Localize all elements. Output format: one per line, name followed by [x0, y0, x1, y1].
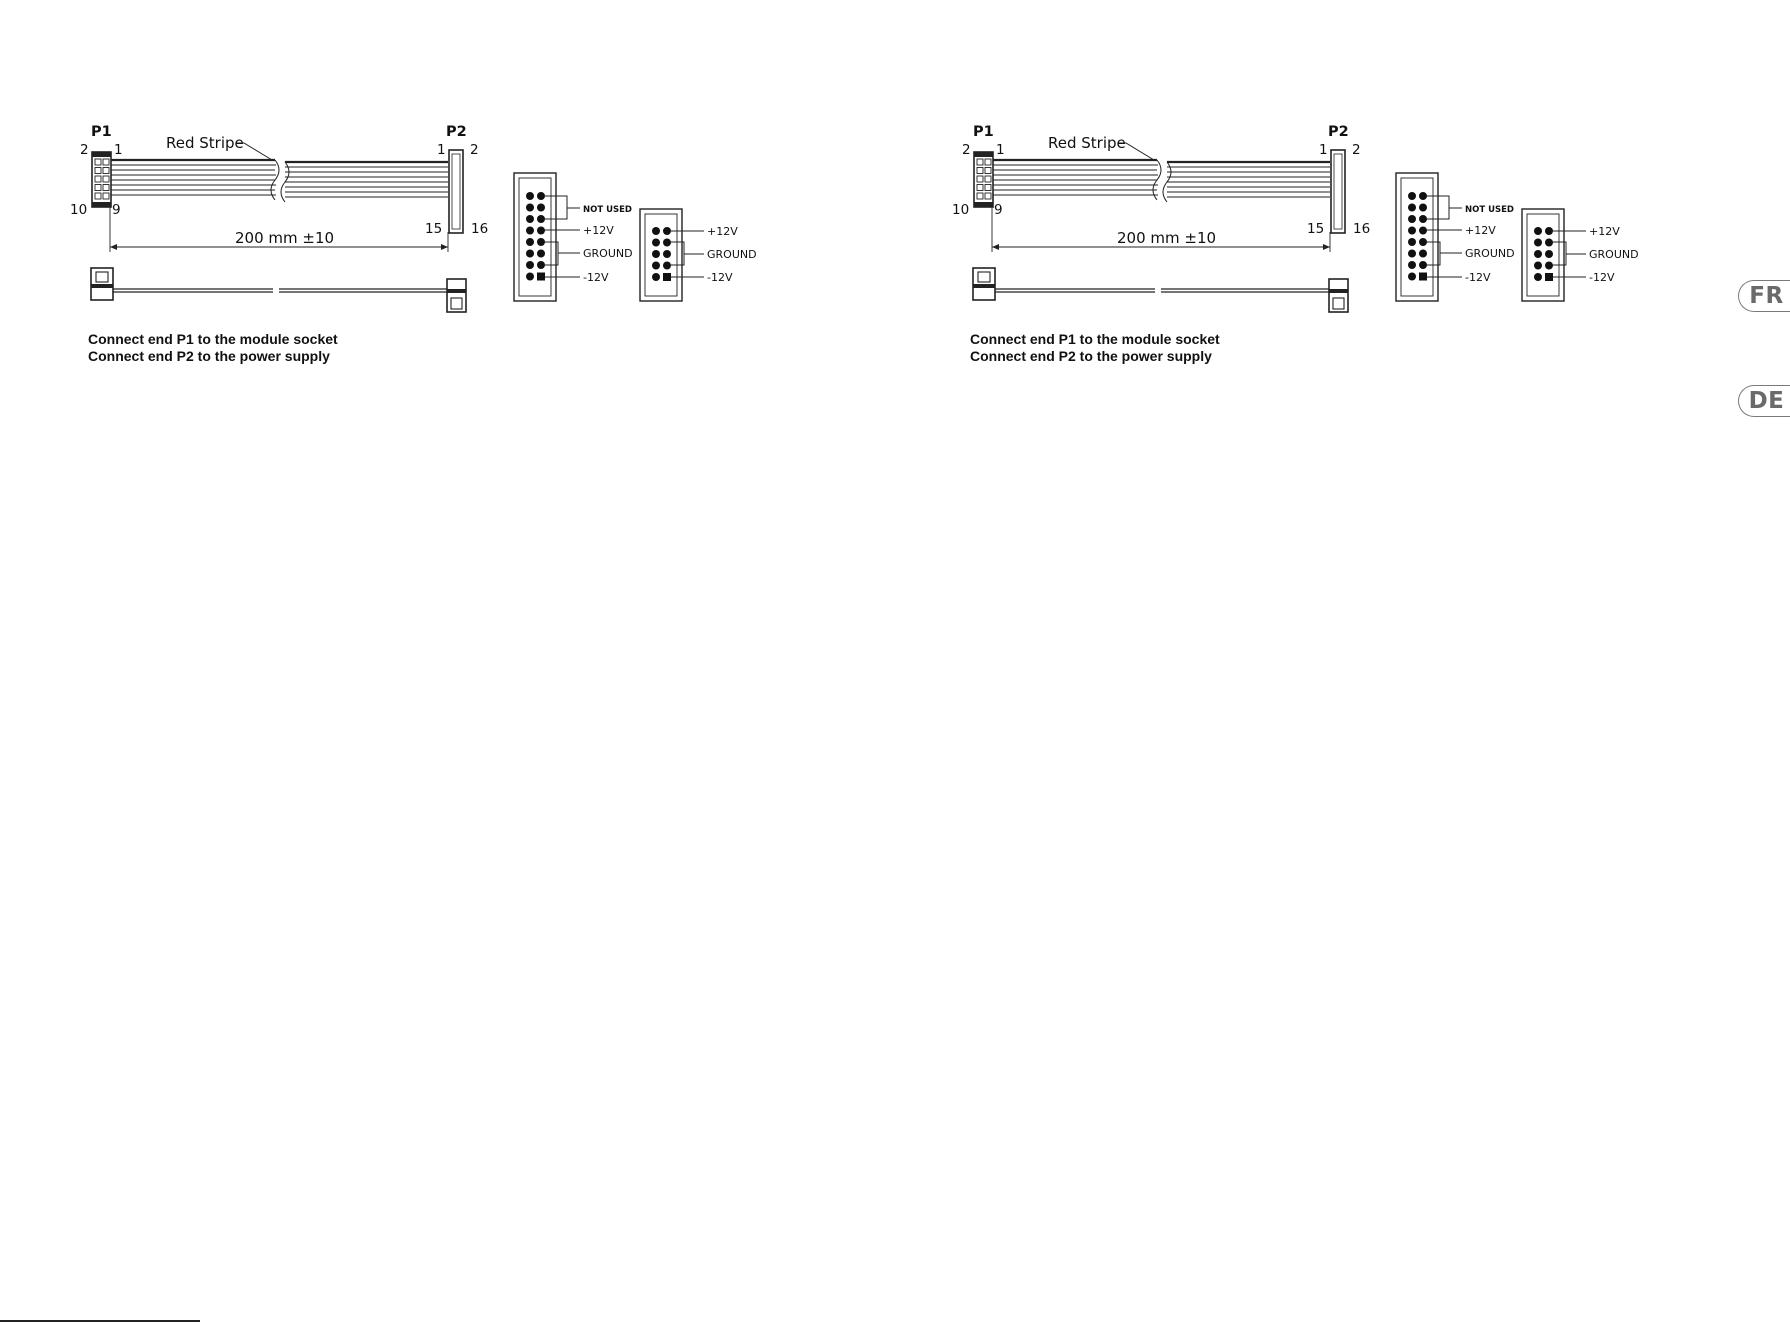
ribbon-cable-side: [90, 267, 467, 313]
minus12v-label-10pin: -12V: [1589, 271, 1615, 284]
length-label: 200 mm ±10: [1117, 229, 1216, 247]
pin-2-label: 2: [80, 142, 89, 158]
ground-label: GROUND: [1465, 247, 1515, 260]
red-stripe-label: Red Stripe: [1048, 134, 1126, 152]
pin-1-label-p2: 1: [1319, 142, 1328, 158]
length-dimension: [991, 207, 1331, 252]
pin-9-label: 9: [112, 202, 121, 218]
minus12v-label-10pin: -12V: [707, 271, 733, 284]
ribbon-cable-side: [972, 267, 1349, 313]
language-tab-label: DE: [1748, 388, 1785, 414]
p1-label: P1: [973, 124, 994, 140]
p1-label: P1: [91, 124, 112, 140]
pinout-10-pin: [639, 208, 704, 302]
ground-label: GROUND: [583, 247, 633, 260]
not-used-label: NOT USED: [583, 205, 632, 215]
minus12v-label: -12V: [1465, 271, 1491, 284]
ribbon-cable-top: [992, 158, 1330, 203]
pin-2-label-p2: 2: [1352, 142, 1361, 158]
red-stripe-label: Red Stripe: [166, 134, 244, 152]
p2-label: P2: [1328, 124, 1349, 140]
pin-1-label: 1: [114, 142, 123, 158]
language-tab-fr[interactable]: FR: [1738, 280, 1790, 312]
p1-connector: [91, 151, 112, 208]
instruction-line: Connect end P2 to the power supply: [970, 347, 1212, 364]
plus12v-label-10pin: +12V: [707, 225, 738, 238]
pin-1-label: 1: [996, 142, 1005, 158]
ribbon-cable-top: [110, 158, 448, 203]
plus12v-label-10pin: +12V: [1589, 225, 1620, 238]
instruction-line: Connect end P1 to the module socket: [970, 331, 1220, 347]
ground-label-10pin: GROUND: [1589, 248, 1639, 261]
pin-15-label: 15: [1307, 221, 1324, 237]
instruction-line: Connect end P2 to the power supply: [88, 347, 330, 364]
pinout-16-pin: [1395, 172, 1462, 302]
language-tab-de[interactable]: DE: [1738, 385, 1790, 417]
p2-connector: [1330, 149, 1346, 234]
plus12v-label: +12V: [1465, 224, 1496, 237]
pin-10-label: 10: [952, 202, 969, 218]
pin-16-label: 16: [471, 221, 488, 237]
ground-label-10pin: GROUND: [707, 248, 757, 261]
p1-connector: [973, 151, 994, 208]
pin-16-label: 16: [1353, 221, 1370, 237]
pin-1-label-p2: 1: [437, 142, 446, 158]
pin-15-label: 15: [425, 221, 442, 237]
pin-10-label: 10: [70, 202, 87, 218]
instruction-line: Connect end P1 to the module socket: [88, 331, 338, 347]
p2-connector: [448, 149, 464, 234]
minus12v-label: -12V: [583, 271, 609, 284]
not-used-label: NOT USED: [1465, 205, 1514, 215]
p2-label: P2: [446, 124, 467, 140]
pin-2-label: 2: [962, 142, 971, 158]
plus12v-label: +12V: [583, 224, 614, 237]
length-label: 200 mm ±10: [235, 229, 334, 247]
pinout-16-pin: [513, 172, 580, 302]
pin-2-label-p2: 2: [470, 142, 479, 158]
language-tab-label: FR: [1749, 283, 1784, 309]
pinout-10-pin: [1521, 208, 1586, 302]
length-dimension: [109, 207, 449, 252]
pin-9-label: 9: [994, 202, 1003, 218]
footer-rule: [0, 1320, 200, 1322]
